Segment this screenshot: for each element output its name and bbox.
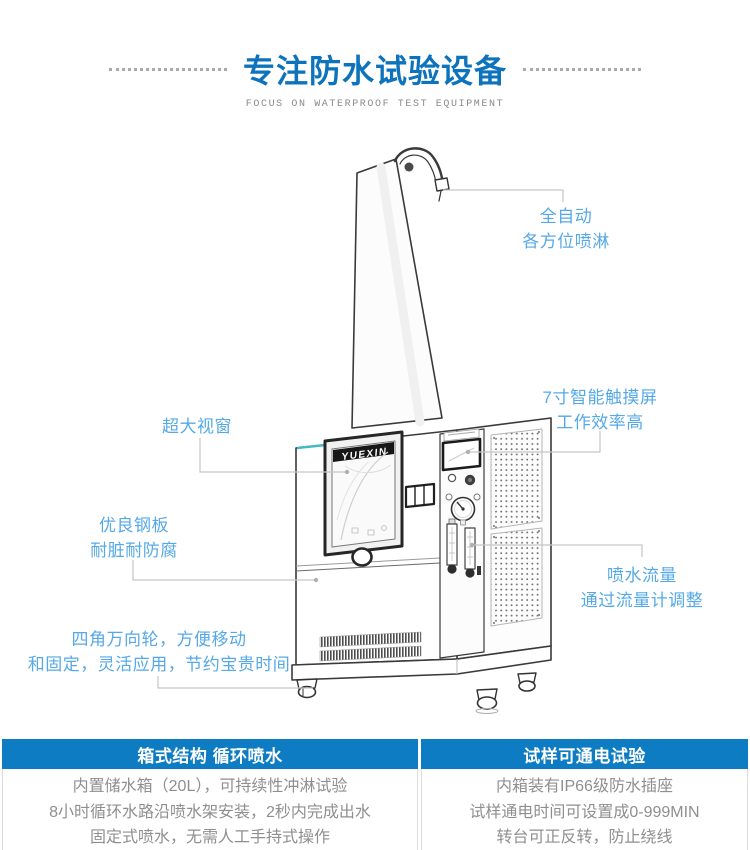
callout-line: 耐脏耐防腐 xyxy=(90,541,178,560)
callout-water-flow: 喷水流量 通过流量计调整 xyxy=(558,563,726,613)
connector-steel-panel xyxy=(132,560,316,581)
connector-touchscreen xyxy=(468,431,601,453)
power-button xyxy=(447,473,457,483)
connector-auto-spray xyxy=(443,189,564,202)
left-dotted-divider xyxy=(108,67,227,71)
flow-valve-right xyxy=(465,568,475,578)
callout-line: 通过流量计调整 xyxy=(580,591,704,610)
feature-line: 转台可正反转，防止绕线 xyxy=(496,829,673,846)
front-vent-strip-1 xyxy=(319,631,422,648)
door-latch xyxy=(404,482,436,509)
right-dotted-divider xyxy=(523,67,641,71)
caster-right xyxy=(517,672,537,684)
callout-line: 和固定，灵活应用，节约宝贵时间 xyxy=(27,655,291,674)
callout-line: 全自动 xyxy=(539,207,593,226)
feature-header: 试样可通电试验 xyxy=(421,739,748,769)
callout-line: 四角万向轮，方便移动 xyxy=(71,630,247,649)
spray-tower xyxy=(351,147,450,429)
side-vent-bottom xyxy=(490,527,543,627)
door-knob xyxy=(351,547,373,567)
viewing-window: YUEXIN xyxy=(323,430,436,567)
callout-steel-panel: 优良钢板 耐脏耐防腐 xyxy=(59,513,209,563)
connector-lines xyxy=(132,189,643,689)
flow-valve-left xyxy=(447,564,457,574)
side-vent-top xyxy=(490,428,543,530)
callout-touchscreen: 7寸智能触摸屏 工作效率高 xyxy=(515,385,685,435)
callout-casters: 四角万向轮，方便移动 和固定，灵活应用，节约宝贵时间 xyxy=(24,627,294,677)
connector-water-flow xyxy=(472,544,643,557)
page-subtitle: FOCUS ON WATERPROOF TEST EQUIPMENT xyxy=(245,99,505,110)
brand-band xyxy=(333,442,394,462)
feature-table: 箱式结构 循环喷水 内置储水箱（20L），可持续性冲淋试验 8小时循环水路沿喷水… xyxy=(2,739,748,850)
callout-line: 工作效率高 xyxy=(556,413,644,432)
front-vent-strip-2 xyxy=(319,645,422,662)
callout-line: 优良钢板 xyxy=(99,516,169,535)
cabinet-base xyxy=(291,631,552,714)
feature-header: 箱式结构 循环喷水 xyxy=(2,739,418,769)
callout-line: 各方位喷淋 xyxy=(522,232,610,251)
callout-line: 7寸智能触摸屏 xyxy=(542,388,658,407)
callout-line: 超大视窗 xyxy=(162,417,232,436)
feature-line: 内箱装有IP66级防水插座 xyxy=(496,778,673,795)
callout-auto-spray: 全自动 各方位喷淋 xyxy=(480,204,652,254)
page-title: 专注防水试验设备 xyxy=(242,53,507,89)
caster-left xyxy=(296,678,318,690)
callout-big-window: 超大视窗 xyxy=(127,414,267,439)
control-panel xyxy=(439,428,485,659)
callout-line: 喷水流量 xyxy=(607,566,677,585)
panel-nameplate xyxy=(443,428,480,442)
feature-card-structure: 箱式结构 循环喷水 内置储水箱（20L），可持续性冲淋试验 8小时循环水路沿喷水… xyxy=(2,739,418,850)
header-section: 专注防水试验设备 FOCUS ON WATERPROOF TEST EQUIPM… xyxy=(0,46,750,110)
feature-card-power-test: 试样可通电试验 内箱装有IP66级防水插座 试样通电时间可设置成0-999MIN… xyxy=(421,739,748,850)
feature-line: 试样通电时间可设置成0-999MIN xyxy=(469,803,700,821)
feature-line: 内置储水箱（20L），可持续性冲淋试验 xyxy=(72,778,348,795)
connector-big-window xyxy=(199,438,347,473)
feature-line: 8小时循环水路沿喷水架安装，2秒内完成出水 xyxy=(49,803,371,821)
feature-body: 内置储水箱（20L），可持续性冲淋试验 8小时循环水路沿喷水架安装，2秒内完成出… xyxy=(2,769,418,850)
feature-line: 固定式喷水，无需人工手持式操作 xyxy=(89,829,330,846)
feature-body: 内箱装有IP66级防水插座 试样通电时间可设置成0-999MIN 转台可正反转，… xyxy=(421,769,748,850)
connector-casters xyxy=(157,676,313,689)
